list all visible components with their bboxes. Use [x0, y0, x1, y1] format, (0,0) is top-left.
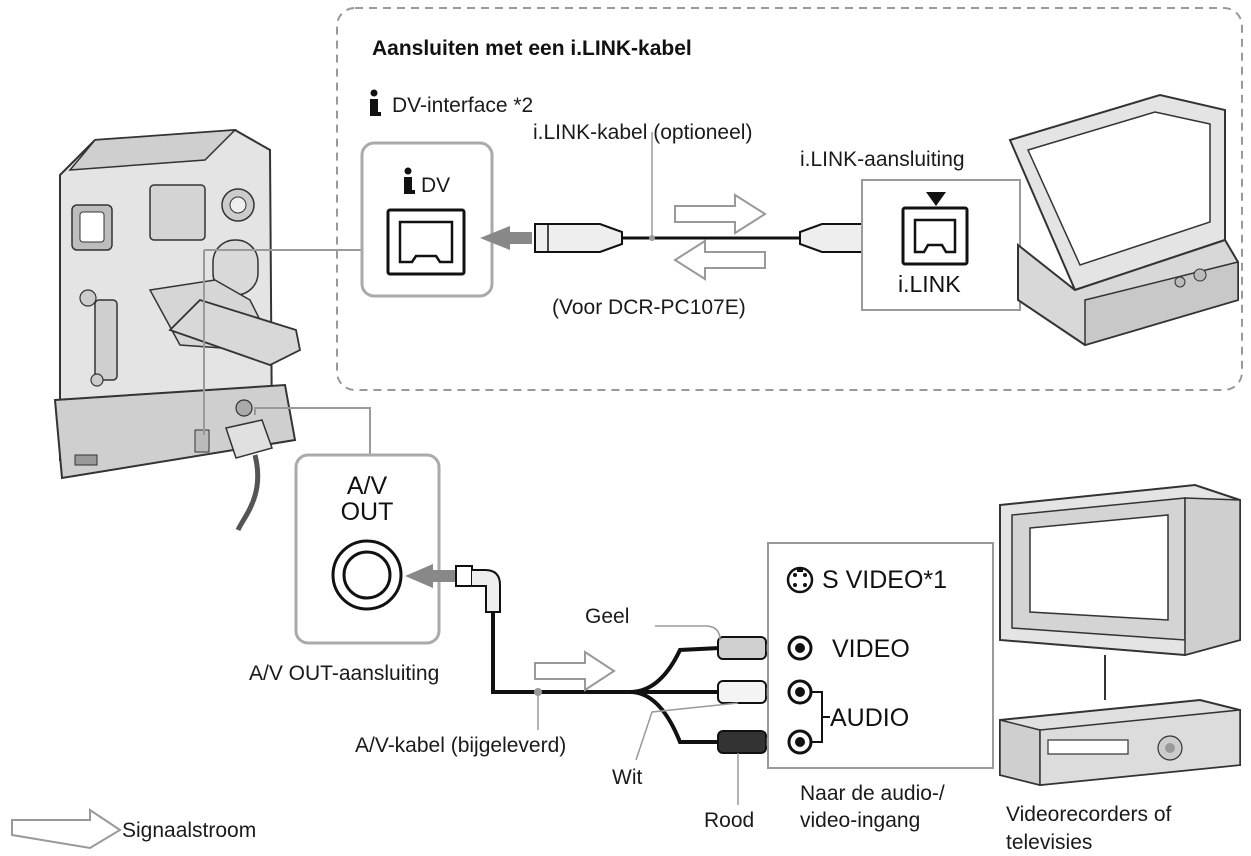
- plug-yellow-label: Geel: [585, 605, 629, 628]
- video-label: VIDEO: [832, 635, 910, 663]
- signal-arrow-icon: [11, 808, 122, 850]
- dv-interface-label: DV-interface *2: [392, 94, 533, 117]
- svideo-label: S VIDEO*1: [822, 566, 947, 594]
- ilink-logo-icon: [404, 167, 415, 194]
- svideo-connector-icon: [786, 566, 814, 594]
- device-caption-line1: Videorecorders of: [1006, 803, 1172, 826]
- av-cable: [405, 564, 781, 805]
- audio-label: AUDIO: [830, 704, 909, 732]
- ilink-port-label: i.LINK: [898, 271, 961, 297]
- dv-leader-line: [203, 249, 362, 435]
- video-jack-icon: [787, 635, 813, 661]
- ilink-jack-icon: [901, 192, 969, 266]
- ilink-cable-label: i.LINK-kabel (optioneel): [533, 121, 752, 144]
- vcr-illustration: [999, 698, 1241, 787]
- signal-arrow-icon: [673, 239, 766, 281]
- av-out-label-line1: A/V: [347, 472, 388, 500]
- signal-arrow-icon: [534, 650, 616, 692]
- model-note: (Voor DCR-PC107E): [552, 296, 746, 319]
- av-out-label-line2: OUT: [341, 498, 394, 526]
- signal-arrow-icon: [674, 193, 767, 235]
- legend-label: Signaalstroom: [122, 819, 256, 842]
- av-leader-line: [254, 407, 371, 455]
- input-caption-line2: video-ingang: [800, 809, 920, 832]
- audio-jack-icon: [787, 729, 813, 755]
- plug-red-label: Rood: [704, 809, 754, 832]
- section-title: Aansluiten met een i.LINK-kabel: [372, 37, 692, 60]
- device-caption-line2: televisies: [1006, 831, 1092, 854]
- ilink-section-frame: [336, 7, 1243, 391]
- audio-jack-icon: [787, 679, 813, 705]
- dv-recorder-illustration: [1008, 93, 1239, 347]
- av-out-jack-label: A/V OUT-aansluiting: [249, 662, 439, 685]
- camcorder-illustration: [53, 128, 302, 532]
- dv-port-label: DV: [421, 174, 450, 197]
- ilink-logo-icon: [370, 89, 381, 116]
- dv-jack-icon: [386, 208, 466, 276]
- television-illustration: [999, 483, 1241, 657]
- av-out-jack-icon: [331, 539, 403, 611]
- plug-white-label: Wit: [612, 766, 642, 789]
- input-caption-line1: Naar de audio-/: [800, 782, 945, 805]
- ilink-jack-label: i.LINK-aansluiting: [800, 148, 965, 171]
- av-cable-label: A/V-kabel (bijgeleverd): [355, 734, 566, 757]
- audio-bracket: [812, 691, 830, 743]
